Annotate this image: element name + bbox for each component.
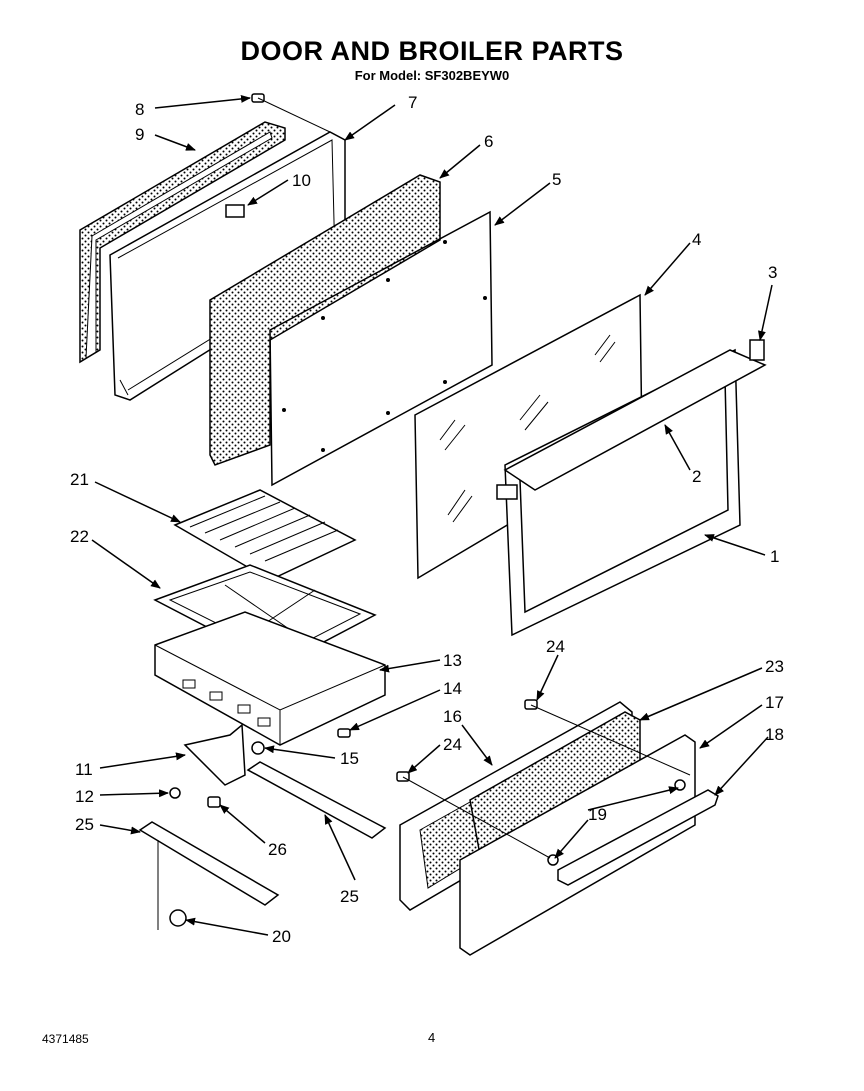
part-17-drawer-outer-panel	[459, 734, 696, 956]
callout-17: 17	[765, 693, 784, 712]
callout-2: 2	[692, 467, 701, 486]
part-20-foot	[169, 909, 187, 927]
callout-12: 12	[75, 787, 94, 806]
part-3-bracket	[749, 339, 765, 361]
part-12-washer	[169, 787, 181, 799]
callout-4: 4	[692, 230, 701, 249]
callout-22: 22	[70, 527, 89, 546]
model-subtitle: For Model: SF302BEYW0	[354, 68, 510, 83]
callout-25-left: 25	[75, 815, 94, 834]
document-number: 4371485	[42, 1032, 89, 1046]
part-13-broiler-pan	[154, 611, 386, 746]
callout-23: 23	[765, 657, 784, 676]
callout-18: 18	[765, 725, 784, 744]
callout-labels: 1 2 3 4 5 6 7 8 9 10 11 12 13 14 15 16 1…	[70, 93, 784, 946]
callout-26: 26	[268, 840, 287, 859]
part-5-inner-glass	[269, 210, 493, 487]
part-18-drawer-handle	[557, 789, 719, 886]
callout-24-lower: 24	[443, 735, 462, 754]
callout-9: 9	[135, 125, 144, 144]
part-26-screw	[207, 796, 221, 808]
callout-19: 19	[588, 805, 607, 824]
part-15-clip	[251, 741, 265, 755]
callout-6: 6	[484, 132, 493, 151]
callout-20: 20	[272, 927, 291, 946]
callout-8: 8	[135, 100, 144, 119]
callout-24-upper: 24	[546, 637, 565, 656]
callout-10: 10	[292, 171, 311, 190]
callout-5: 5	[552, 170, 561, 189]
diagram-title: DOOR AND BROILER PARTS	[240, 36, 624, 66]
callout-7: 7	[408, 93, 417, 112]
callout-15: 15	[340, 749, 359, 768]
part-11-bracket	[183, 723, 246, 786]
callout-14: 14	[443, 679, 462, 698]
part-21-broiler-grid	[173, 489, 357, 581]
part-25-rail-left	[138, 821, 280, 930]
callout-3: 3	[768, 263, 777, 282]
part-9-door-gasket	[79, 121, 286, 364]
callout-16: 16	[443, 707, 462, 726]
part-2-door-handle-bar	[496, 349, 767, 500]
part-25-rail-right	[246, 761, 387, 839]
callout-13: 13	[443, 651, 462, 670]
part-23-drawer-insulation	[469, 711, 641, 857]
part-10-clip	[225, 204, 245, 218]
callout-21: 21	[70, 470, 89, 489]
part-14-screw	[337, 728, 351, 738]
callout-25-right: 25	[340, 887, 359, 906]
callout-leaders	[91, 94, 773, 936]
callout-1: 1	[770, 547, 779, 566]
page-number: 4	[428, 1030, 436, 1045]
callout-11: 11	[75, 760, 93, 779]
